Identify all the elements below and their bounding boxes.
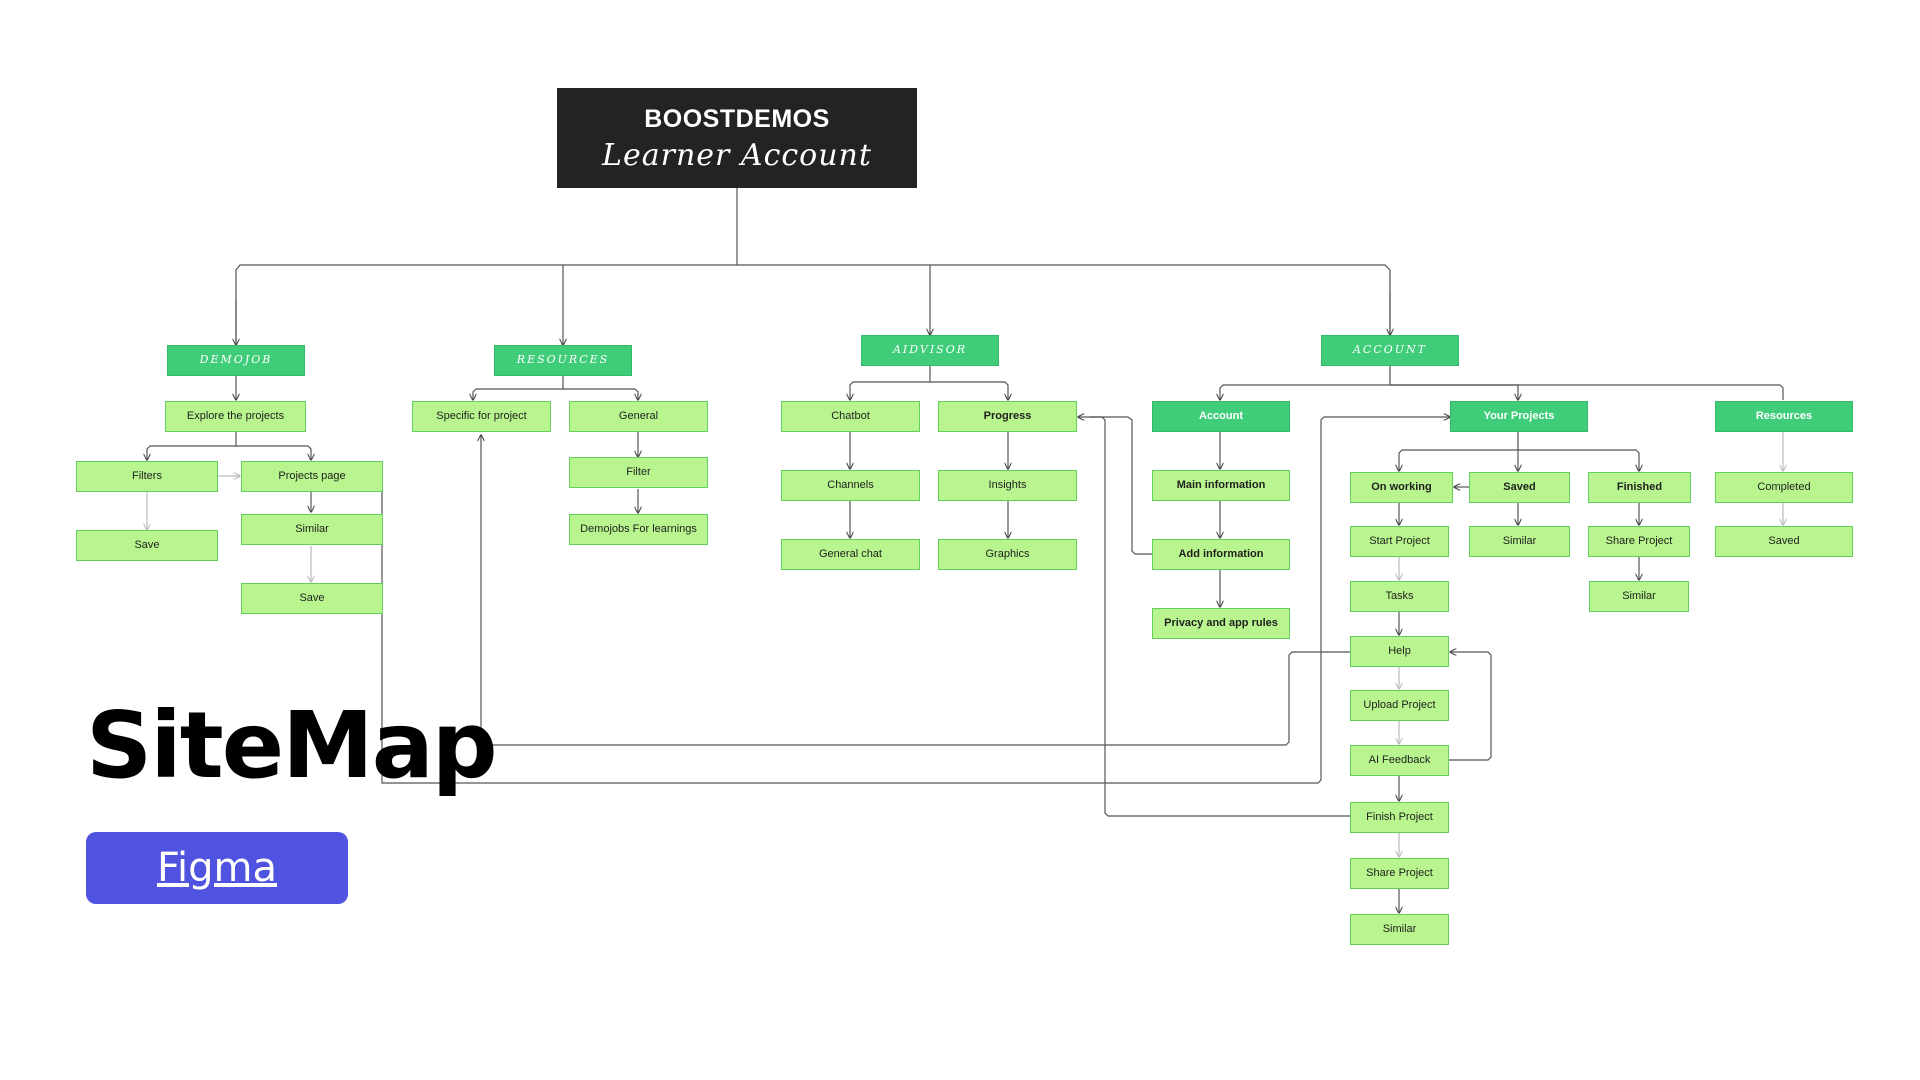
category-aidvisor[interactable]: AIDVISOR: [861, 335, 999, 366]
edge-yourprojects-finished: [1518, 449, 1639, 471]
node-your-projects[interactable]: Your Projects: [1450, 401, 1588, 432]
node-general-chat[interactable]: General chat: [781, 539, 920, 570]
node-account[interactable]: Account: [1152, 401, 1290, 432]
node-main-information[interactable]: Main information: [1152, 470, 1290, 501]
node-similar-finished[interactable]: Similar: [1589, 581, 1689, 612]
node-upload-project[interactable]: Upload Project: [1350, 690, 1449, 721]
node-explore-projects[interactable]: Explore the projects: [165, 401, 306, 432]
node-similar-saved[interactable]: Similar: [1469, 526, 1570, 557]
node-account-resources[interactable]: Resources: [1715, 401, 1853, 432]
node-start-project[interactable]: Start Project: [1350, 526, 1449, 557]
node-similar-final[interactable]: Similar: [1350, 914, 1449, 945]
loop-feedback-help: [1448, 652, 1492, 761]
edge-resources-general: [563, 388, 638, 400]
node-tasks[interactable]: Tasks: [1350, 581, 1449, 612]
root-title: BOOSTDEMOS: [644, 105, 830, 133]
edge-explore-projects: [236, 445, 311, 460]
node-privacy[interactable]: Privacy and app rules: [1152, 608, 1290, 639]
loop-projects-yourprojects: [381, 417, 1450, 784]
node-share-project-finished[interactable]: Share Project: [1588, 526, 1690, 557]
node-finished[interactable]: Finished: [1588, 472, 1691, 503]
edge-account-resources: [1390, 384, 1784, 400]
node-saved-resources[interactable]: Saved: [1715, 526, 1853, 557]
loop-add-progress: [1090, 416, 1152, 555]
node-save[interactable]: Save: [241, 583, 383, 614]
figma-link-button[interactable]: Figma: [86, 832, 348, 904]
node-save-filters[interactable]: Save: [76, 530, 218, 561]
edge-account-yourprojects: [1390, 384, 1518, 400]
edge-account-split: [1220, 365, 1391, 400]
category-resources[interactable]: RESOURCES: [494, 345, 632, 376]
node-specific-project[interactable]: Specific for project: [412, 401, 551, 432]
node-help[interactable]: Help: [1350, 636, 1449, 667]
node-channels[interactable]: Channels: [781, 470, 920, 501]
root-subtitle: Learner Account: [602, 138, 872, 173]
node-finish-project[interactable]: Finish Project: [1350, 802, 1449, 833]
edge-aidvisor-split: [850, 365, 931, 400]
node-add-information[interactable]: Add information: [1152, 539, 1290, 570]
node-filters[interactable]: Filters: [76, 461, 218, 492]
node-saved[interactable]: Saved: [1469, 472, 1570, 503]
page-title: SiteMap: [86, 692, 498, 799]
node-similar[interactable]: Similar: [241, 514, 383, 545]
loop-help-specific: [481, 435, 1350, 746]
edge-aidvisor-progress: [930, 381, 1008, 400]
category-demojob[interactable]: DEMOJOB: [167, 345, 305, 376]
node-demojobs-learnings[interactable]: Demojobs For learnings: [569, 514, 708, 545]
root-node[interactable]: BOOSTDEMOS Learner Account: [557, 88, 917, 188]
node-graphics[interactable]: Graphics: [938, 539, 1077, 570]
top-branch: [235, 264, 1391, 345]
category-account[interactable]: ACCOUNT: [1321, 335, 1459, 366]
node-progress[interactable]: Progress: [938, 401, 1077, 432]
node-on-working[interactable]: On working: [1350, 472, 1453, 503]
node-projects-page[interactable]: Projects page: [241, 461, 383, 492]
node-ai-feedback[interactable]: AI Feedback: [1350, 745, 1449, 776]
edge-explore-split: [147, 432, 237, 460]
node-chatbot[interactable]: Chatbot: [781, 401, 920, 432]
edge-resources-split: [473, 375, 564, 400]
node-share-project[interactable]: Share Project: [1350, 858, 1449, 889]
node-filter[interactable]: Filter: [569, 457, 708, 488]
node-general[interactable]: General: [569, 401, 708, 432]
edge-yourprojects-split: [1399, 432, 1519, 471]
node-completed[interactable]: Completed: [1715, 472, 1853, 503]
node-insights[interactable]: Insights: [938, 470, 1077, 501]
